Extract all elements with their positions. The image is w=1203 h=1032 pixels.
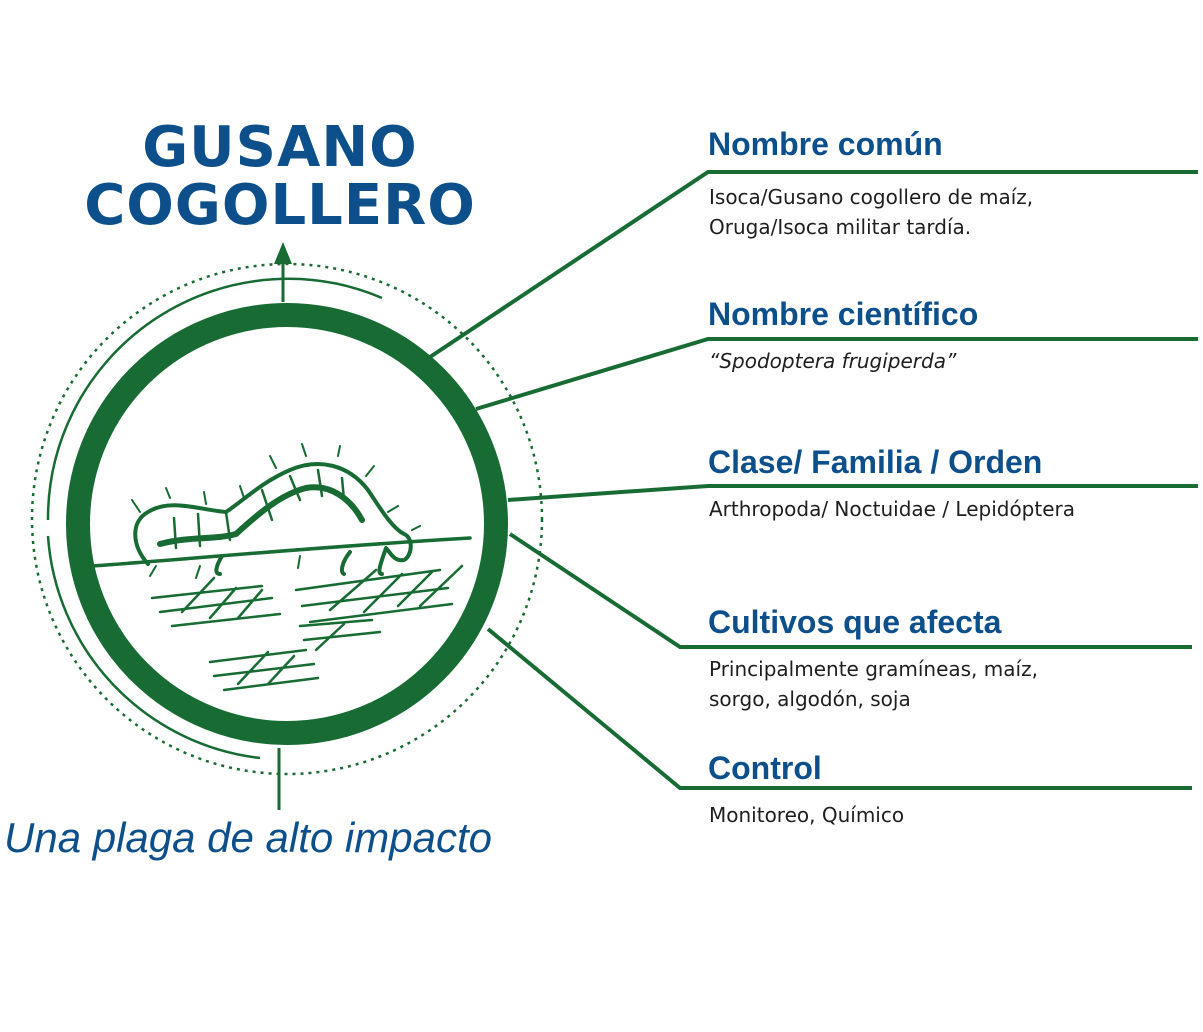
connector-control <box>486 627 1192 790</box>
connector-lines <box>428 170 1198 790</box>
connector-scientific-name <box>475 337 1198 411</box>
connector-crops <box>508 532 1192 649</box>
title-line-2: COGOLLERO <box>84 173 476 238</box>
text-crops-line: Principalmente gramíneas, maíz, <box>709 657 1038 681</box>
caterpillar-on-grass-icon <box>90 443 472 692</box>
text-classification-line: Arthropoda/ Noctuidae / Lepidóptera <box>709 497 1075 521</box>
connector-classification <box>507 484 1198 502</box>
title-line-1: GUSANO <box>142 115 418 180</box>
main-ring <box>66 303 508 745</box>
text-control-line: Monitoreo, Químico <box>709 803 905 827</box>
text-scientific-name: “Spodoptera frugiperda” <box>709 346 1179 376</box>
heading-common-name: Nombre común <box>708 126 943 162</box>
heading-crops: Cultivos que afecta <box>708 604 1002 640</box>
text-crops: Principalmente gramíneas, maíz, sorgo, a… <box>709 654 1179 714</box>
heading-scientific-name: Nombre científico <box>708 296 979 332</box>
connector-common-name <box>428 170 1198 359</box>
heading-classification: Clase/ Familia / Orden <box>708 444 1043 480</box>
text-crops-line: sorgo, algodón, soja <box>709 687 911 711</box>
text-common-name: Isoca/Gusano cogollero de maíz, Oruga/Is… <box>709 182 1179 242</box>
text-classification: Arthropoda/ Noctuidae / Lepidóptera <box>709 494 1179 524</box>
axis-arrows <box>274 242 292 810</box>
subtitle: Una plaga de alto impacto <box>4 814 492 861</box>
heading-control: Control <box>708 750 822 786</box>
text-common-name-line: Oruga/Isoca militar tardía. <box>709 215 972 239</box>
text-scientific-name-line: “Spodoptera frugiperda” <box>709 349 957 373</box>
inner-thin-arcs <box>46 277 383 760</box>
text-common-name-line: Isoca/Gusano cogollero de maíz, <box>709 185 1034 209</box>
text-control: Monitoreo, Químico <box>709 800 1179 830</box>
